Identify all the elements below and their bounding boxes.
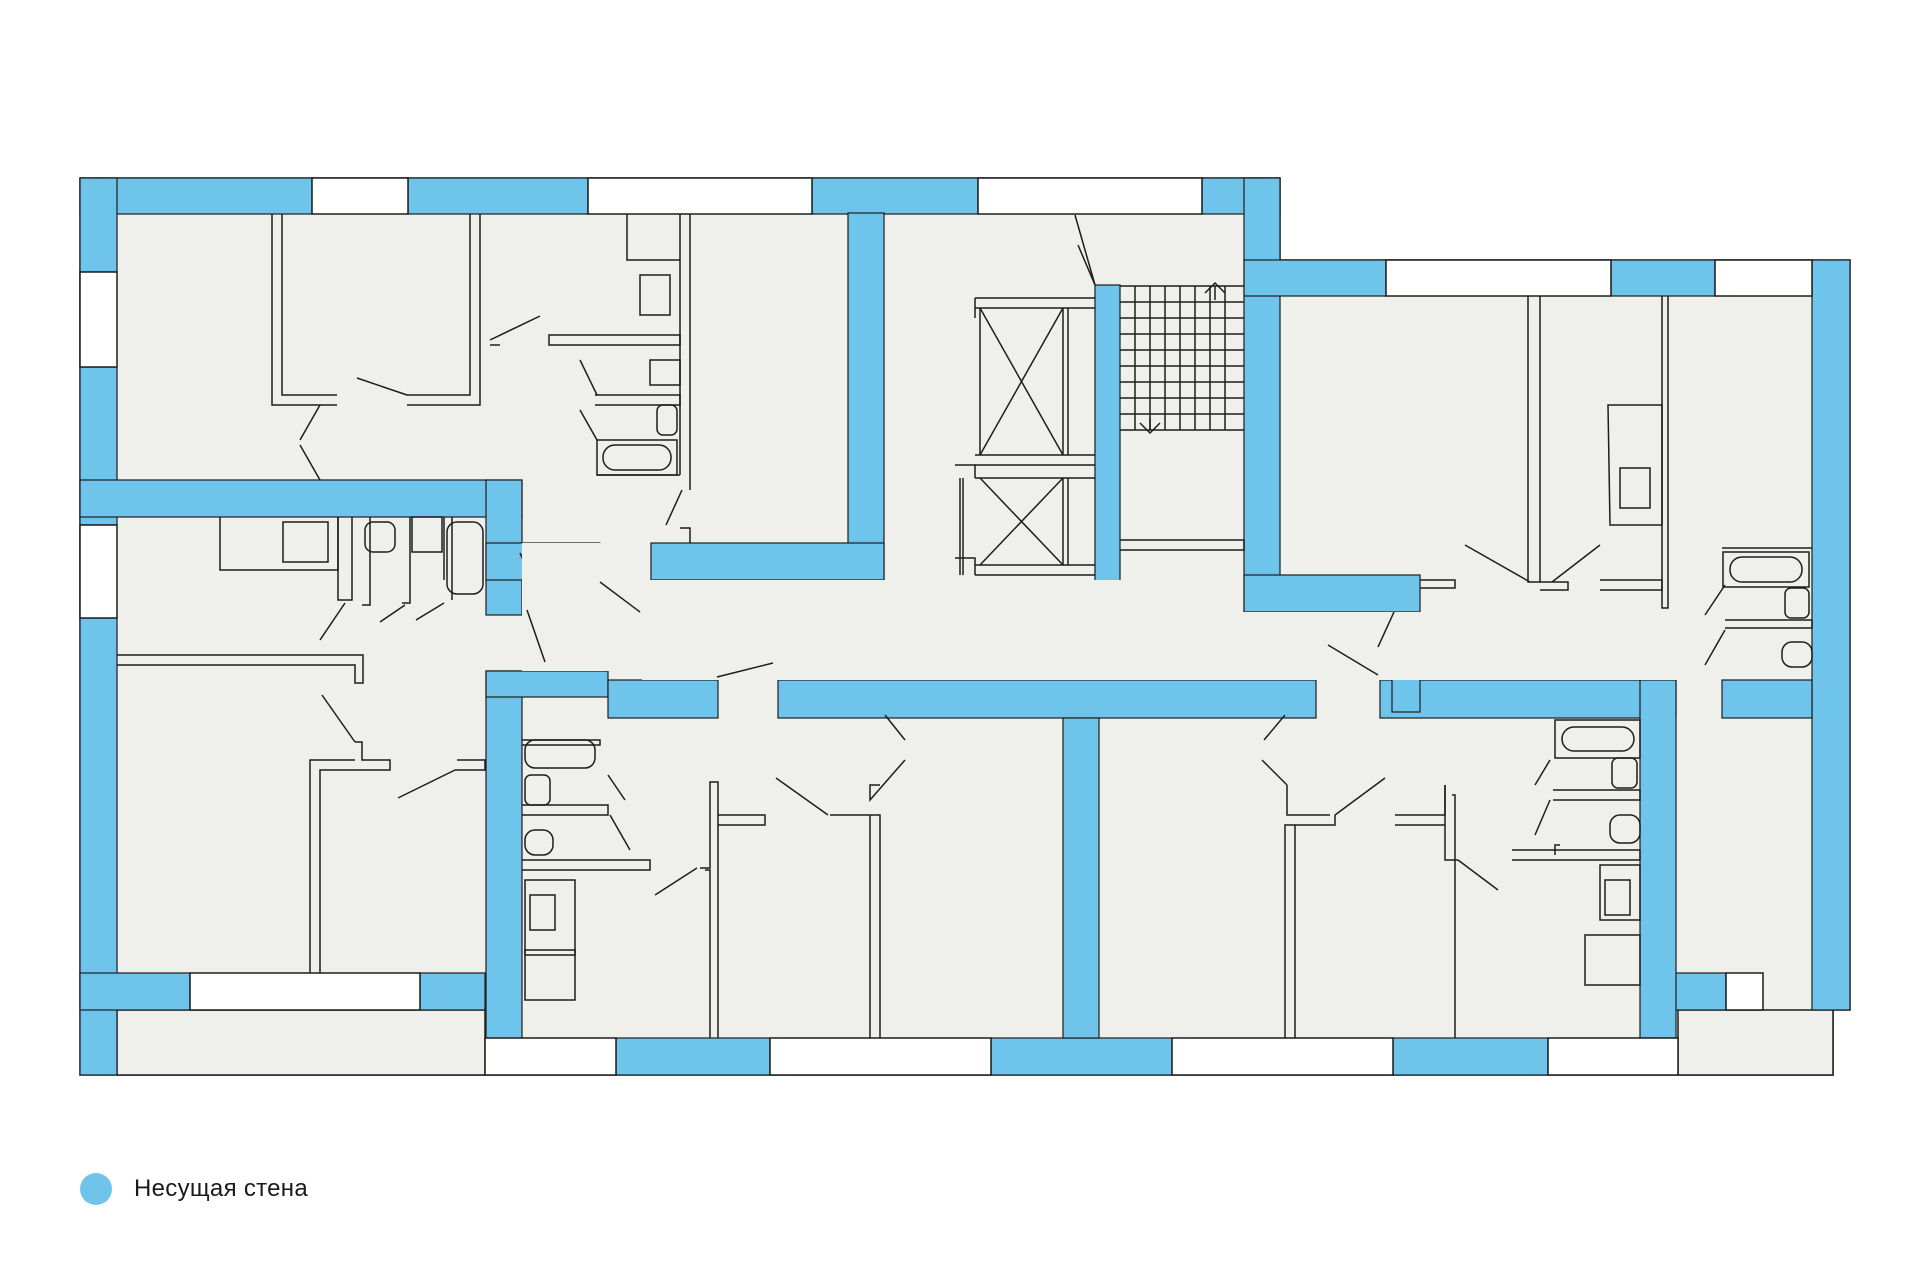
bearing-wall-swatch — [80, 1173, 112, 1205]
bearing-walls — [79, 177, 1851, 1076]
corridor-door-swings — [526, 581, 1395, 678]
windows — [79, 177, 1813, 1076]
elevator-shafts — [955, 297, 1095, 576]
stairs — [1120, 281, 1244, 435]
legend: Несущая стена — [80, 1173, 308, 1205]
balconies — [116, 1009, 1834, 1076]
corridor — [522, 543, 1680, 680]
legend-label: Несущая стена — [134, 1175, 309, 1202]
partitions — [117, 214, 1813, 1038]
